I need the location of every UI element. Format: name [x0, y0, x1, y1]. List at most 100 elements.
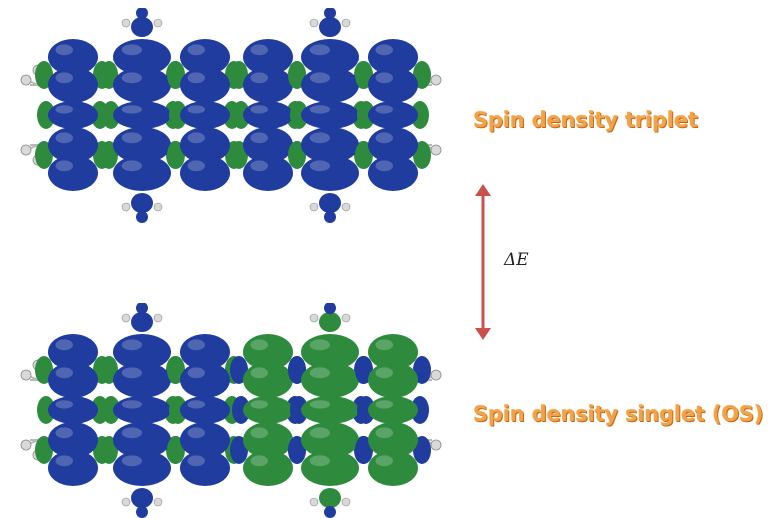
- hydrogen-atom: [121, 18, 131, 28]
- major-lobe: [48, 422, 98, 458]
- minor-lobe: [102, 396, 120, 424]
- lobe-highlight: [121, 400, 142, 409]
- minor-lobe: [290, 396, 308, 424]
- major-lobe: [180, 39, 230, 75]
- lobe-highlight: [375, 367, 393, 379]
- major-lobe: [301, 362, 359, 398]
- lobe-highlight: [121, 44, 142, 56]
- major-lobe: [368, 155, 418, 191]
- major-lobe: [243, 334, 293, 370]
- lobe-highlight: [250, 160, 268, 172]
- lobe-highlight: [55, 367, 73, 379]
- lobe-highlight: [375, 105, 393, 114]
- major-lobe: [301, 155, 359, 191]
- major-lobe: [48, 39, 98, 75]
- major-lobe: [48, 334, 98, 370]
- lobe-highlight: [187, 400, 205, 409]
- lobe-highlight: [55, 427, 73, 439]
- top-atom: [324, 8, 336, 19]
- lobe-highlight: [250, 105, 268, 114]
- triplet-spin-density-molecule: [0, 8, 462, 223]
- cap-lobe: [319, 312, 341, 332]
- major-lobe: [48, 396, 98, 424]
- major-lobe: [301, 422, 359, 458]
- bottom-atom: [324, 211, 336, 223]
- lobe-highlight: [309, 132, 330, 144]
- triplet-molecule-render: [20, 8, 442, 223]
- major-lobe: [368, 450, 418, 486]
- singlet-label: Spin density singlet (OS): [473, 402, 764, 426]
- top-atom: [136, 8, 148, 19]
- lobe-highlight: [121, 105, 142, 114]
- hydrogen-atom: [153, 497, 163, 507]
- major-lobe: [180, 67, 230, 103]
- hydrogen-atom: [121, 202, 131, 212]
- hydrogen-atom: [153, 202, 163, 212]
- lobe-highlight: [55, 400, 73, 409]
- lobe-highlight: [121, 72, 142, 84]
- major-lobe: [48, 101, 98, 129]
- hydrogen-atom: [430, 74, 442, 86]
- hydrogen-atom: [309, 202, 319, 212]
- major-lobe: [368, 101, 418, 129]
- major-lobe: [180, 155, 230, 191]
- arrow-head-up: [475, 184, 491, 196]
- lobe-highlight: [55, 72, 73, 84]
- major-lobe: [180, 334, 230, 370]
- lobe-highlight: [250, 132, 268, 144]
- bottom-atom: [136, 211, 148, 223]
- major-lobe: [180, 127, 230, 163]
- lobe-highlight: [121, 427, 142, 439]
- major-lobe: [243, 127, 293, 163]
- lobe-highlight: [187, 44, 205, 56]
- major-lobe: [243, 450, 293, 486]
- major-lobe: [113, 127, 171, 163]
- lobe-highlight: [55, 160, 73, 172]
- hydrogen-atom: [20, 369, 32, 381]
- arrow-head-down: [475, 328, 491, 340]
- lobe-highlight: [250, 455, 268, 467]
- lobe-highlight: [187, 132, 205, 144]
- major-lobe: [368, 422, 418, 458]
- major-lobe: [180, 101, 230, 129]
- lobe-highlight: [121, 367, 142, 379]
- cap-lobe: [131, 17, 153, 37]
- major-lobe: [243, 101, 293, 129]
- major-lobe: [180, 362, 230, 398]
- major-lobe: [243, 155, 293, 191]
- spin-density-unit: [355, 39, 431, 191]
- minor-lobe: [290, 101, 308, 129]
- spin-density-unit: [35, 334, 111, 486]
- hydrogen-atom: [309, 313, 319, 323]
- minor-lobe: [102, 101, 120, 129]
- major-lobe: [48, 362, 98, 398]
- major-lobe: [180, 422, 230, 458]
- bottom-atom: [136, 506, 148, 518]
- hydrogen-atom: [121, 313, 131, 323]
- hydrogen-atom: [430, 369, 442, 381]
- major-lobe: [243, 39, 293, 75]
- major-lobe: [301, 127, 359, 163]
- lobe-highlight: [250, 367, 268, 379]
- lobe-highlight: [250, 400, 268, 409]
- lobe-highlight: [309, 44, 330, 56]
- lobe-highlight: [187, 105, 205, 114]
- lobe-highlight: [375, 132, 393, 144]
- hydrogen-atom: [20, 74, 32, 86]
- lobe-highlight: [375, 72, 393, 84]
- major-lobe: [113, 334, 171, 370]
- hydrogen-atom: [341, 18, 351, 28]
- lobe-highlight: [55, 339, 73, 351]
- hydrogen-atom: [341, 202, 351, 212]
- major-lobe: [113, 39, 171, 75]
- major-lobe: [368, 67, 418, 103]
- lobe-highlight: [55, 132, 73, 144]
- lobe-highlight: [121, 160, 142, 172]
- major-lobe: [48, 155, 98, 191]
- major-lobe: [243, 67, 293, 103]
- major-lobe: [368, 127, 418, 163]
- hydrogen-atom: [153, 313, 163, 323]
- lobe-highlight: [55, 105, 73, 114]
- lobe-highlight: [375, 400, 393, 409]
- hydrogen-atom: [20, 144, 32, 156]
